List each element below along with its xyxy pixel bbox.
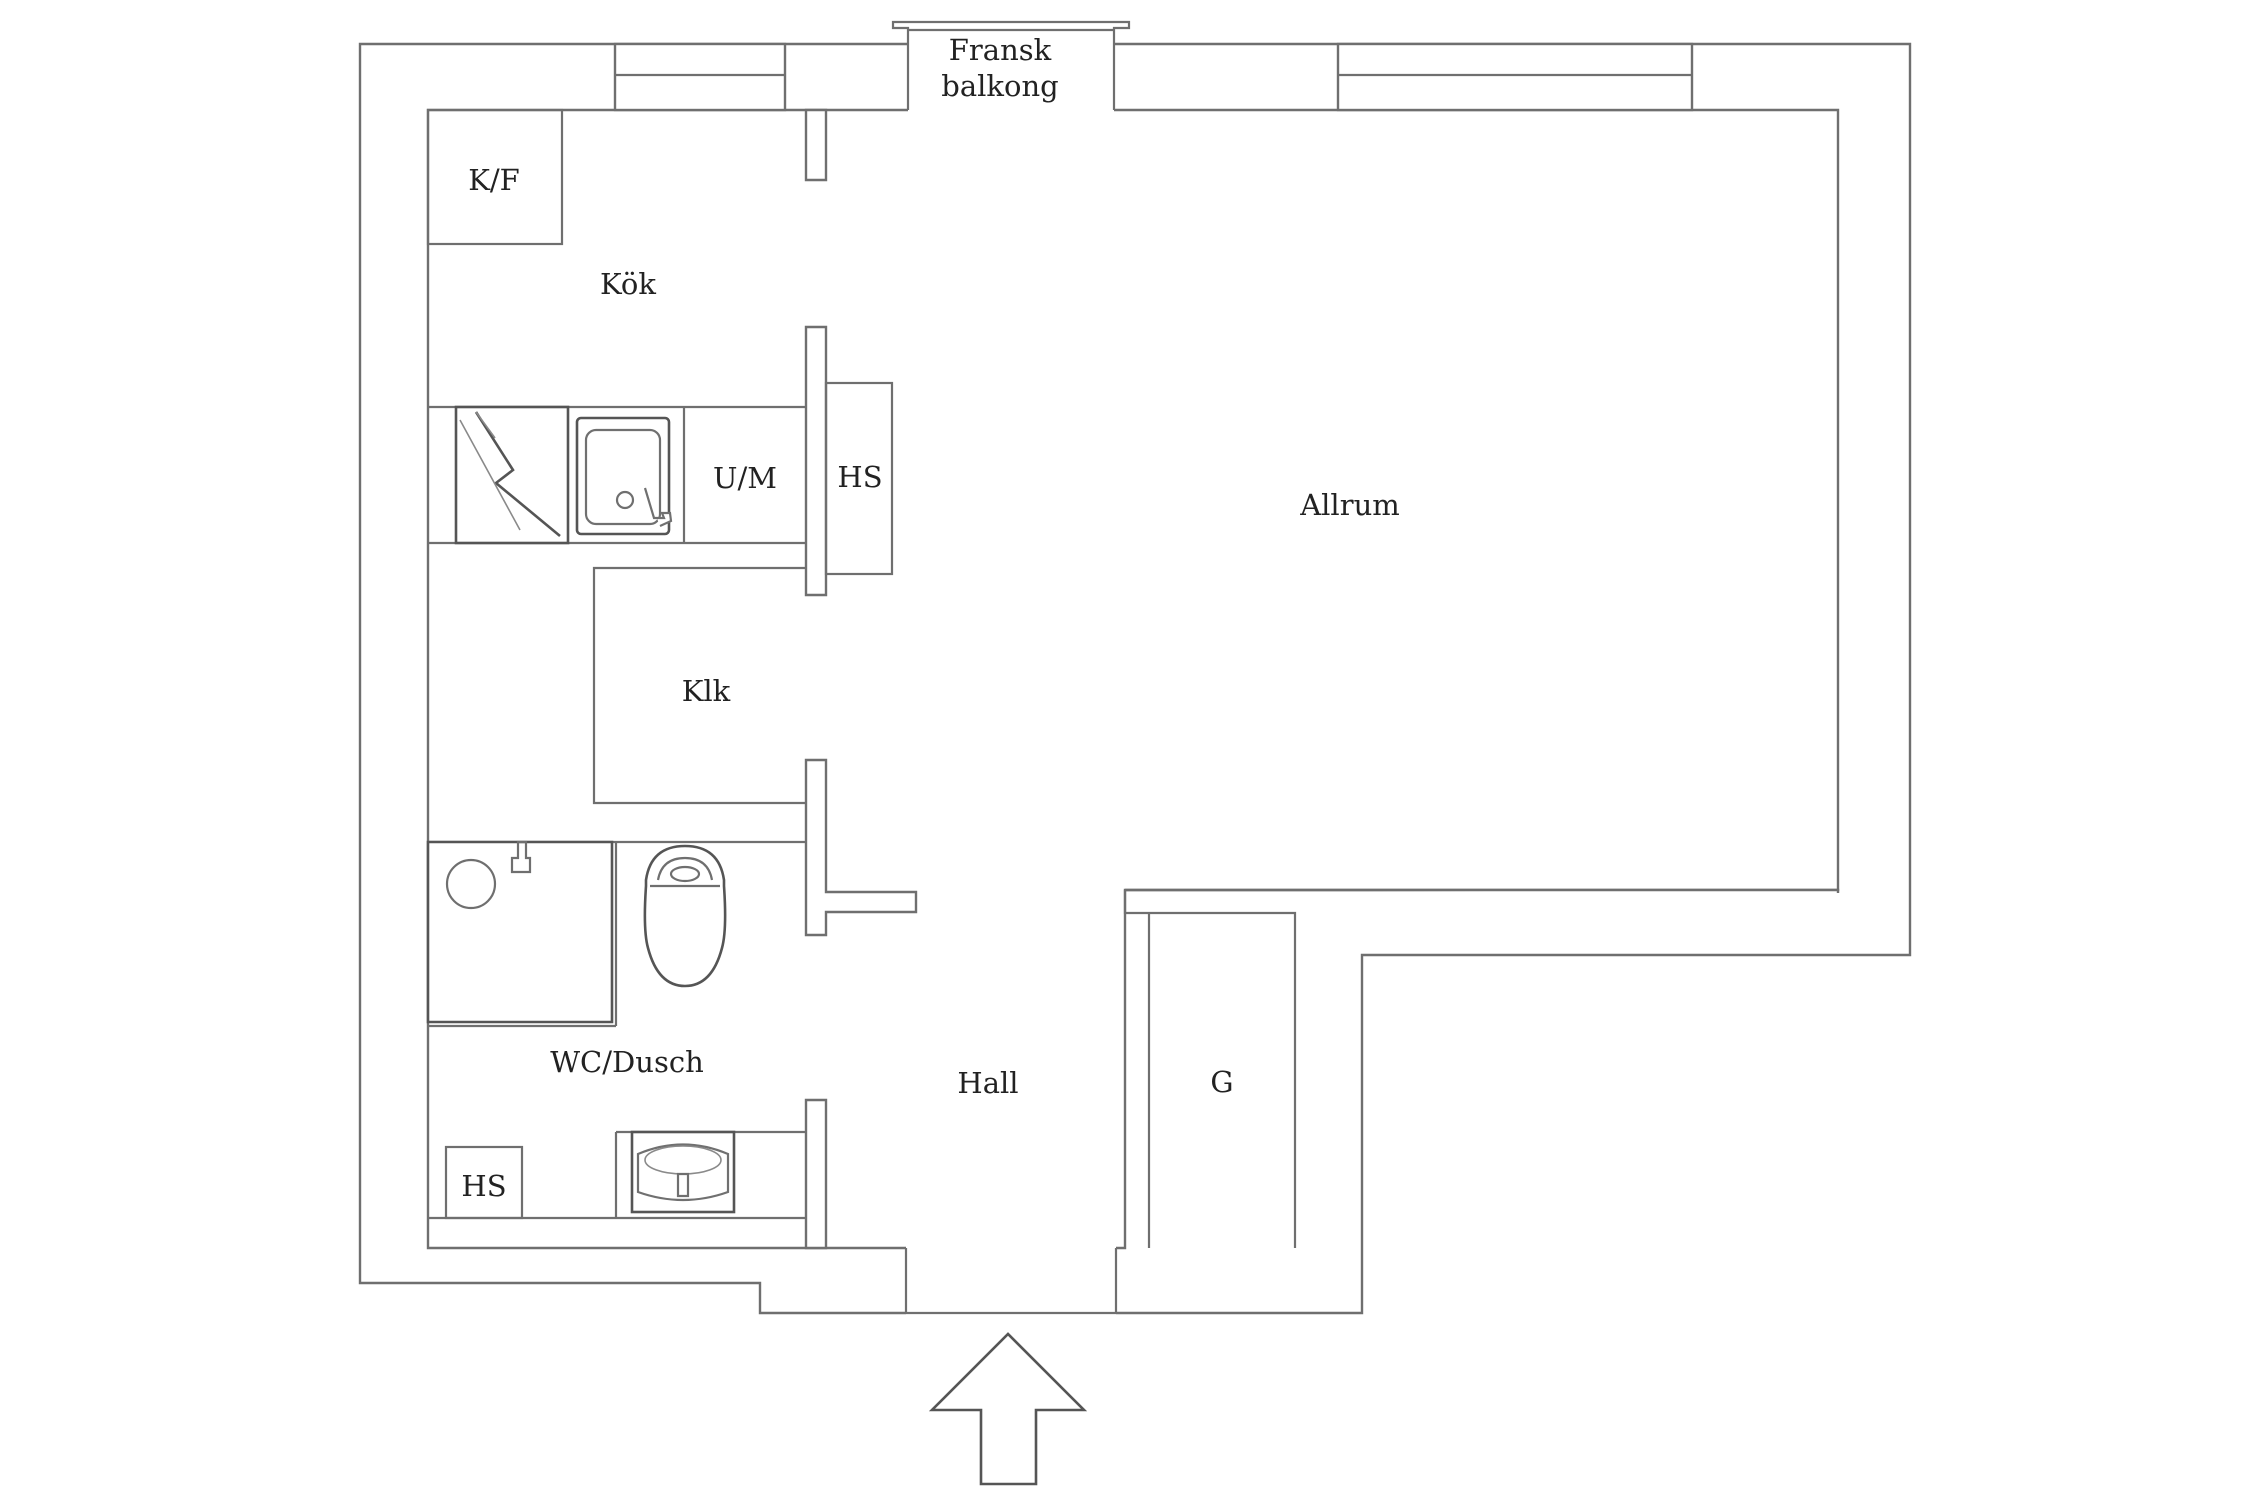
entrance-arrow-icon [928,1332,1088,1486]
closet-walls [592,566,806,805]
label-g: G [1210,1065,1233,1099]
french-balcony-door [891,20,1131,113]
kitchen-sink-icon [575,416,673,536]
washbasin-icon [630,1130,736,1214]
partition-kitchen-east [804,325,828,597]
wardrobe [1123,890,1297,1248]
partition-closet-east [804,758,918,937]
window-right [1336,42,1694,112]
label-um: U/M [713,461,777,495]
label-balkong: balkong [941,69,1058,103]
partition-bath-east [804,1098,828,1250]
entrance-door-opening [904,1246,1118,1316]
label-wc-dusch: WC/Dusch [550,1045,704,1079]
stove-icon [454,405,570,545]
exterior-wall [358,42,1912,1315]
hall-east-partition [1125,888,1840,893]
hall-storage-kitchen [824,381,894,576]
label-allrum: Allrum [1299,488,1400,522]
label-hs-kitchen: HS [837,460,882,494]
toilet-icon [643,844,727,988]
label-kf: K/F [468,163,520,197]
label-fransk: Fransk [949,33,1052,67]
label-hs-bath: HS [461,1169,506,1203]
label-klk: Klk [682,674,731,708]
partition-kitchen-north [804,108,828,182]
window-left [613,42,787,112]
fridge-freezer [426,108,564,246]
label-kok: Kök [600,267,656,301]
hall-storage-bath [444,1145,524,1220]
shower-icon [426,840,618,1028]
label-hall: Hall [957,1066,1018,1100]
